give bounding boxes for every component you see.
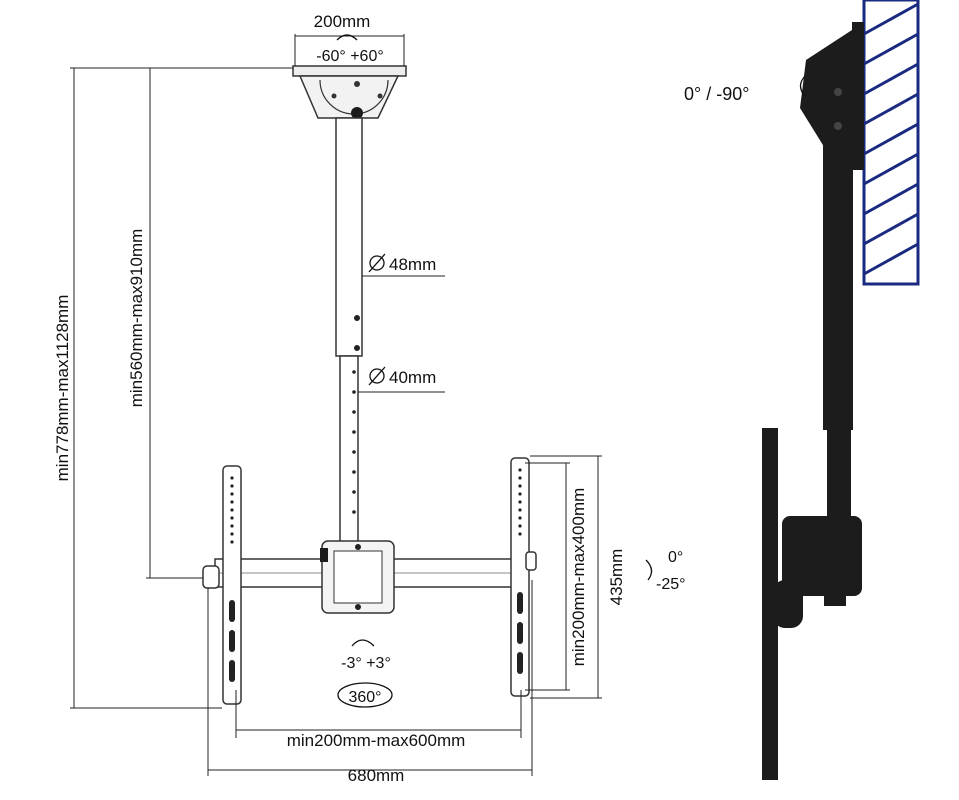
overall-width-label: 680mm — [348, 766, 405, 785]
tilt-front-b-label: -25° — [656, 576, 686, 593]
rotation-label: 360° — [348, 689, 381, 706]
side-pivot-head — [773, 516, 862, 628]
side-vesa-plate — [762, 428, 778, 780]
rotate-arrow-icon — [336, 34, 358, 41]
pole-lower-dia-label: 40mm — [389, 368, 436, 387]
ceiling-block — [862, 0, 920, 286]
vesa-width-label: min200mm-max600mm — [287, 731, 466, 750]
level-adjust-label: -3° +3° — [341, 655, 391, 672]
diameter-icon — [368, 253, 386, 273]
rotate-arrow-icon — [351, 639, 375, 647]
rotate-arrow-icon — [337, 682, 393, 708]
lower-pole — [339, 355, 359, 545]
ceiling-plate — [292, 65, 407, 119]
front-view: 200mm -60° +60° 48mm 40mm min778mm-max11… — [53, 12, 686, 785]
swivel-top-label: -60° +60° — [316, 48, 384, 65]
tilt-front-a-label: 0° — [668, 549, 683, 566]
pole-upper-dia-label: 48mm — [389, 255, 436, 274]
tilt-arrow-icon — [645, 559, 653, 581]
bracket-height-label: 435mm — [607, 549, 626, 606]
side-view: 0° / -90° — [684, 0, 920, 780]
top-width-label: 200mm — [314, 12, 371, 31]
vesa-height-label: min200mm-max400mm — [569, 488, 588, 667]
side-lower-pole — [827, 428, 851, 528]
diameter-icon — [368, 366, 386, 386]
tilt-arrow-icon — [799, 75, 806, 97]
pole-holes — [352, 370, 356, 514]
height-total-label: min778mm-max1128mm — [53, 295, 72, 482]
side-upper-pole — [823, 140, 853, 430]
side-ceiling-plate — [800, 22, 864, 170]
side-tilt-label: 0° / -90° — [684, 84, 749, 104]
vesa-bracket-left — [202, 465, 242, 705]
pivot-head — [320, 540, 395, 614]
dimension-lines — [70, 34, 602, 776]
vesa-bracket-right — [510, 457, 537, 697]
upper-pole — [335, 117, 363, 357]
height-pole-label: min560mm-max910mm — [127, 229, 146, 408]
